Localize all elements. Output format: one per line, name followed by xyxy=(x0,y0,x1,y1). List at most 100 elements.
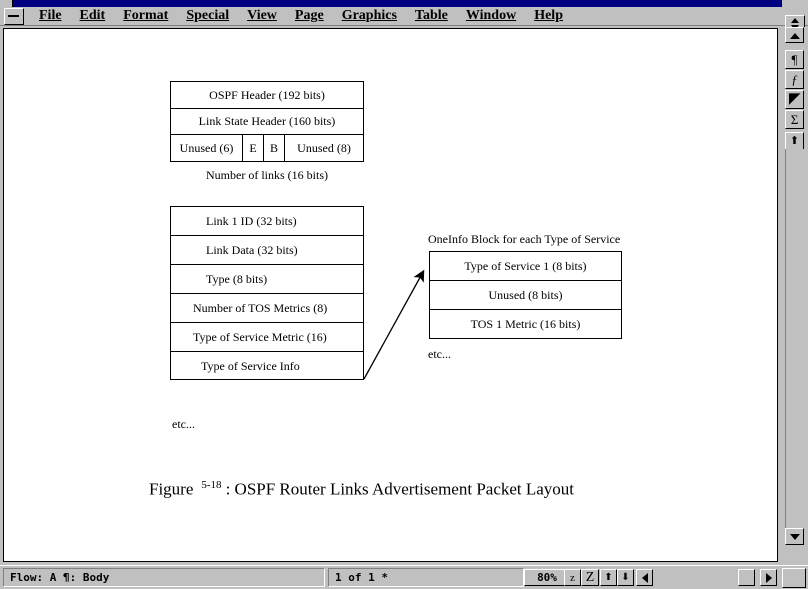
cell-label: E xyxy=(249,140,257,155)
cell-label: Link State Header (160 bits) xyxy=(198,114,336,128)
menu-item-table[interactable]: Table xyxy=(406,7,457,25)
cell-label: Type of Service Info xyxy=(201,359,300,373)
document-page[interactable]: OSPF Header (192 bits) Link State Header… xyxy=(3,28,778,562)
table-row: Link 1 ID (32 bits) xyxy=(171,207,363,236)
menu-special-label: Special xyxy=(186,8,230,23)
info-block-caption: OneInfo Block for each Type of Service xyxy=(428,232,621,246)
document-workspace: OSPF Header (192 bits) Link State Header… xyxy=(0,27,808,565)
cell-label: Link Data (32 bits) xyxy=(206,242,298,257)
status-bar: Flow: A ¶: Body 1 of 1 * 80% z Z ⬆ ⬇ xyxy=(0,565,808,589)
link-entry-table: Link 1 ID (32 bits) Link Data (32 bits) … xyxy=(170,206,364,380)
hscroll-right-button[interactable] xyxy=(760,569,777,586)
table-cell-unused-8: Unused (8) xyxy=(285,135,363,161)
table-row: Number of links (16 bits) xyxy=(171,162,363,188)
table-row: Type (8 bits) xyxy=(171,265,363,294)
table-row: Link Data (32 bits) xyxy=(171,236,363,265)
paragraph-glyph: ¶ xyxy=(791,52,798,67)
right-tool-strip: ¶ ƒ ◥ Σ ⬆ xyxy=(782,27,808,565)
cell-label: Type of Service Metric (16) xyxy=(193,329,327,344)
cell-label: Unused (8 bits) xyxy=(488,287,563,302)
page-down-icon: ⬇ xyxy=(621,572,630,583)
menu-item-graphics[interactable]: Graphics xyxy=(333,7,406,25)
menu-item-edit[interactable]: Edit xyxy=(71,7,115,25)
menu-item-help[interactable]: Help xyxy=(525,7,572,25)
hscroll-left-button[interactable] xyxy=(636,569,653,586)
scroll-down-button[interactable] xyxy=(785,528,804,545)
triangle-glyph: ◥ xyxy=(788,91,801,107)
up-arrow-glyph: ⬆ xyxy=(789,135,800,147)
sigma-glyph: Σ xyxy=(790,112,799,127)
cell-label: Type (8 bits) xyxy=(206,271,268,286)
menu-item-special[interactable]: Special xyxy=(177,7,238,25)
window-control-buttons[interactable] xyxy=(781,0,808,7)
window-system-menu[interactable] xyxy=(0,0,13,7)
zoom-value-text: 80% xyxy=(537,571,557,584)
page-status-text: 1 of 1 * xyxy=(335,571,388,584)
zoom-out-icon: z xyxy=(570,571,575,584)
menu-item-page[interactable]: Page xyxy=(286,7,333,25)
flow-status-field: Flow: A ¶: Body xyxy=(3,568,325,587)
menu-item-view[interactable]: View xyxy=(238,7,286,25)
scroll-up-button[interactable] xyxy=(785,27,804,43)
next-page-button[interactable]: ⬇ xyxy=(617,569,634,586)
table-cell-b-bit: B xyxy=(264,135,285,161)
tos-info-block-table: Type of Service 1 (8 bits) Unused (8 bit… xyxy=(429,251,622,339)
menu-table-label: Table xyxy=(414,8,448,23)
table-row: Link State Header (160 bits) xyxy=(171,109,363,135)
character-format-icon[interactable]: ƒ xyxy=(785,70,804,89)
cell-label: Link 1 ID (32 bits) xyxy=(206,213,297,228)
menu-format-label: Format xyxy=(123,8,169,23)
page-up-icon: ⬆ xyxy=(604,572,613,583)
graphics-tool-icon[interactable]: ◥ xyxy=(785,90,804,109)
menu-item-window[interactable]: Window xyxy=(457,7,525,25)
zoom-in-icon: Z xyxy=(585,569,595,585)
menu-view-label: View xyxy=(247,8,277,23)
vertical-scrollbar-track[interactable] xyxy=(785,149,805,543)
previous-page-button[interactable]: ⬆ xyxy=(600,569,617,586)
menu-edit-label: Edit xyxy=(79,8,106,23)
chevron-up-icon xyxy=(791,18,799,23)
cell-label: Unused (8) xyxy=(297,140,351,155)
figure-caption-text: : OSPF Router Links Advertisement Packet… xyxy=(225,479,575,499)
table-row: Type of Service Metric (16) xyxy=(171,323,363,352)
table-row: Number of TOS Metrics (8) xyxy=(171,294,363,323)
figure-caption: Figure 5-18: OSPF Router Links Advertisem… xyxy=(149,479,574,500)
zoom-in-button[interactable]: Z xyxy=(581,569,599,586)
figure-caption-number: 5-18 xyxy=(201,479,222,491)
table-row: OSPF Header (192 bits) xyxy=(171,82,363,109)
flow-status-text: Flow: A ¶: Body xyxy=(10,571,110,584)
character-glyph: ƒ xyxy=(791,72,798,87)
paragraph-format-icon[interactable]: ¶ xyxy=(785,50,804,69)
etc-label-left: etc... xyxy=(172,417,195,431)
table-row: Type of Service Info xyxy=(171,352,363,381)
table-row: Unused (8 bits) xyxy=(430,281,621,310)
etc-label-right: etc... xyxy=(428,347,451,361)
table-row-split: Unused (6) E B Unused (8) xyxy=(171,135,363,162)
horizontal-scrollbar-thumb[interactable] xyxy=(738,569,755,586)
menu-bar: File Edit Format Special View Page Graph… xyxy=(0,7,808,33)
table-cell-e-bit: E xyxy=(243,135,264,161)
table-row: Type of Service 1 (8 bits) xyxy=(430,252,621,281)
cell-label: TOS 1 Metric (16 bits) xyxy=(470,316,581,331)
document-system-menu-icon[interactable] xyxy=(4,7,24,25)
menu-graphics-label: Graphics xyxy=(341,8,397,23)
window-titlebar xyxy=(0,0,808,7)
equation-icon[interactable]: Σ xyxy=(785,110,804,129)
menu-file-label: File xyxy=(39,8,62,23)
menu-window-label: Window xyxy=(465,8,517,23)
menu-item-format[interactable]: Format xyxy=(114,7,177,25)
menu-help-label: Help xyxy=(534,8,563,23)
cell-label: Unused (6) xyxy=(179,140,234,155)
cell-label: Number of links (16 bits) xyxy=(206,167,328,182)
table-cell-unused-6: Unused (6) xyxy=(171,135,243,161)
resize-grip[interactable] xyxy=(782,568,806,588)
cell-label: OSPF Header (192 bits) xyxy=(209,87,325,102)
cell-label: Type of Service 1 (8 bits) xyxy=(464,258,587,273)
horizontal-scrollbar-track-left[interactable] xyxy=(654,569,738,586)
menu-item-file[interactable]: File xyxy=(30,7,71,25)
cell-label: B xyxy=(269,140,278,155)
cell-label: Number of TOS Metrics (8) xyxy=(193,300,328,315)
zoom-out-button[interactable]: z xyxy=(564,569,581,586)
figure-caption-word: Figure xyxy=(149,479,194,499)
